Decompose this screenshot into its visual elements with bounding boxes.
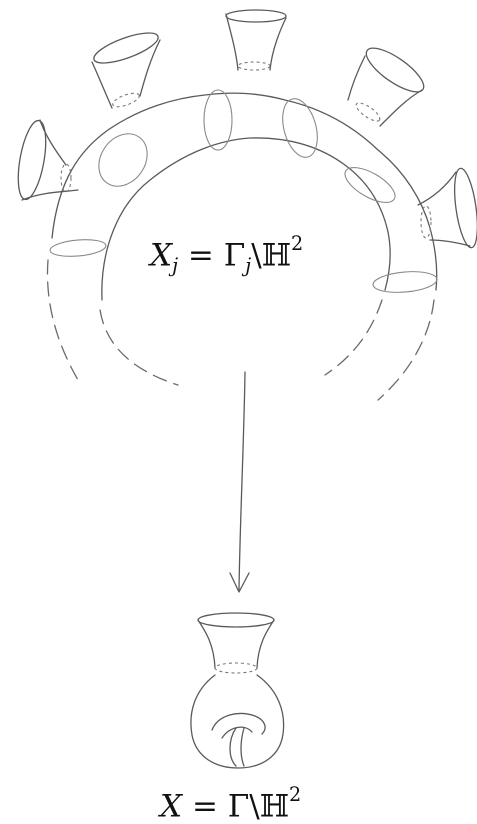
cover-label: Xj = Γj\ℍ2: [150, 232, 303, 277]
cover-group: Γ: [224, 237, 246, 273]
base-equals: =: [192, 788, 218, 824]
cover-equals: =: [188, 237, 214, 273]
base-label: X = Γ\ℍ2: [160, 783, 301, 824]
base-backslash: \: [249, 788, 259, 824]
base-power: 2: [289, 783, 301, 806]
base-funnel-rim: [198, 613, 274, 627]
cover-surface: [13, 10, 477, 400]
base-neck-section: [215, 663, 257, 673]
cover-index: j: [172, 254, 178, 277]
cover-left-tail-inner: [100, 310, 178, 385]
base-space: ℍ: [260, 788, 289, 824]
cover-var: X: [150, 237, 172, 273]
base-handle-outer: [212, 714, 265, 734]
cover-right-tail-inner: [325, 300, 382, 375]
cover-power: 2: [291, 232, 303, 255]
base-handle-loop: [230, 728, 244, 766]
cover-section: [49, 238, 106, 259]
cover-funnel: [418, 167, 477, 249]
cover-funnel: [91, 27, 162, 110]
cover-left-tail-outer: [47, 260, 78, 380]
cover-funnel: [348, 41, 430, 126]
cover-section: [340, 161, 400, 210]
base-body: [191, 675, 284, 768]
cover-section: [204, 90, 232, 150]
cover-funnel: [13, 119, 78, 202]
base-var: X: [160, 788, 182, 824]
cover-section: [372, 269, 437, 295]
cover-backslash: \: [251, 237, 261, 273]
down-arrow-icon: [230, 372, 249, 592]
cover-funnel: [226, 10, 286, 70]
base-group: Γ: [228, 788, 250, 824]
cover-section: [277, 95, 323, 161]
base-surface: [191, 613, 284, 768]
cover-right-tail-outer: [378, 300, 434, 400]
cover-section: [89, 124, 157, 195]
cover-space: ℍ: [262, 237, 291, 273]
base-handle-inner: [222, 727, 252, 738]
